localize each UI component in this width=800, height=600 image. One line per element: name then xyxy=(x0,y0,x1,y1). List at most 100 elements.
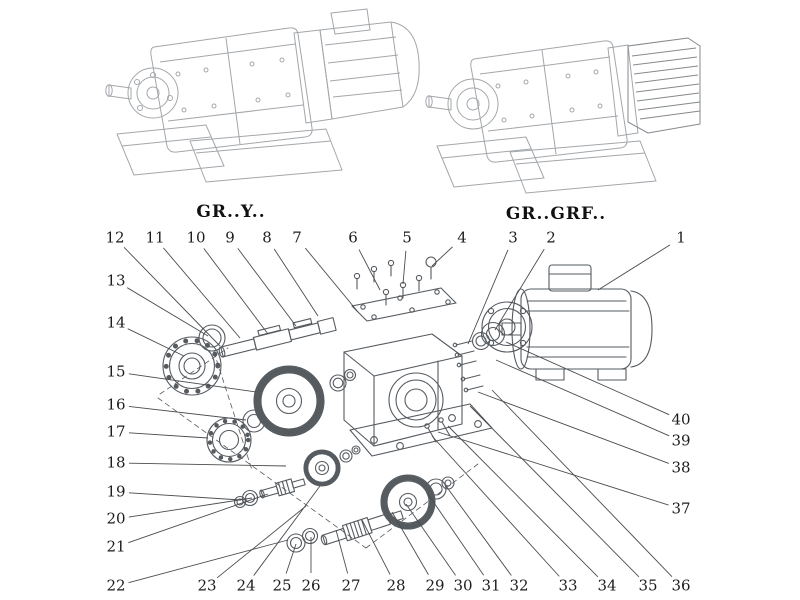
variant-label-gr-y: GR..Y.. xyxy=(196,202,266,222)
leader-line-14 xyxy=(127,328,185,357)
motor-flange xyxy=(481,301,533,353)
leader-line-4 xyxy=(431,246,453,267)
leader-line-2 xyxy=(494,248,545,331)
leader-lines xyxy=(123,244,673,584)
part-number-39: 39 xyxy=(671,431,691,450)
part-number-26: 26 xyxy=(301,576,321,595)
leader-line-13 xyxy=(126,287,209,337)
leader-line-33 xyxy=(431,435,560,577)
output-hub xyxy=(127,67,179,119)
part-number-2: 2 xyxy=(546,228,556,247)
part-number-36: 36 xyxy=(671,576,691,595)
leader-line-24 xyxy=(253,485,321,576)
motor xyxy=(319,8,420,120)
part-number-20: 20 xyxy=(106,509,126,528)
intermediate-shaft xyxy=(320,510,404,546)
part-number-21: 21 xyxy=(106,537,126,556)
leader-line-29 xyxy=(391,511,429,575)
leader-line-17 xyxy=(128,432,209,439)
part-number-29: 29 xyxy=(425,576,445,595)
leader-line-6 xyxy=(358,249,381,291)
leader-line-10 xyxy=(203,248,269,335)
motor-shaft-stub xyxy=(501,322,522,336)
housing-bolts xyxy=(495,69,603,123)
foot-bolts xyxy=(424,417,451,443)
leader-line-35 xyxy=(469,405,640,578)
foot-front xyxy=(189,128,343,183)
electric-motor xyxy=(501,264,653,381)
small-rings xyxy=(339,445,361,463)
part-number-31: 31 xyxy=(481,576,501,595)
part-number-8: 8 xyxy=(262,228,272,247)
leader-line-31 xyxy=(427,493,485,576)
part-number-1: 1 xyxy=(676,228,686,247)
exploded-view xyxy=(157,256,653,553)
part-number-22: 22 xyxy=(106,576,126,595)
part-number-25: 25 xyxy=(272,576,292,595)
part-number-9: 9 xyxy=(225,228,235,247)
output-shaft xyxy=(105,84,132,100)
part-number-7: 7 xyxy=(292,228,302,247)
output-pinion xyxy=(259,478,306,499)
leader-line-16 xyxy=(128,406,247,421)
part-number-28: 28 xyxy=(386,576,406,595)
part-number-11: 11 xyxy=(145,228,165,247)
housing-feet xyxy=(349,403,493,457)
input-shaft xyxy=(218,317,337,358)
part-number-40: 40 xyxy=(671,410,691,429)
part-number-17: 17 xyxy=(106,422,126,441)
output-gear xyxy=(380,474,436,530)
motor-adapter xyxy=(607,44,639,137)
foot-rear xyxy=(436,136,545,188)
part-number-16: 16 xyxy=(106,395,126,414)
finned-motor-block xyxy=(627,37,701,134)
foot-front xyxy=(509,140,657,194)
part-number-34: 34 xyxy=(597,576,617,595)
part-number-3: 3 xyxy=(508,228,518,247)
part-number-38: 38 xyxy=(671,458,691,477)
part-number-18: 18 xyxy=(106,453,126,472)
assembled-view-gr-y xyxy=(105,8,420,183)
leader-line-9 xyxy=(237,248,297,327)
part-number-23: 23 xyxy=(197,576,217,595)
part-number-4: 4 xyxy=(457,228,467,247)
part-number-27: 27 xyxy=(341,576,361,595)
part-number-5: 5 xyxy=(402,228,412,247)
variant-label-gr-grf: GR..GRF.. xyxy=(505,204,607,224)
eye-bolt xyxy=(425,256,437,280)
leader-line-38 xyxy=(477,391,669,464)
leader-line-21 xyxy=(128,493,269,544)
part-number-35: 35 xyxy=(638,576,658,595)
spacer-ring xyxy=(242,409,266,433)
foot-rear xyxy=(116,124,225,176)
helical-gear-large xyxy=(253,365,325,437)
leader-line-23 xyxy=(216,505,307,579)
part-number-10: 10 xyxy=(186,228,206,247)
ball-bearing-medium xyxy=(206,417,252,463)
retaining-rings-upper xyxy=(329,368,357,392)
output-shaft xyxy=(425,95,452,111)
housing-cover xyxy=(351,287,457,322)
leader-line-37 xyxy=(437,431,669,506)
part-number-14: 14 xyxy=(106,313,126,332)
ball-bearing-large xyxy=(162,336,222,396)
leader-line-18 xyxy=(128,462,287,467)
part-number-24: 24 xyxy=(236,576,256,595)
part-number-32: 32 xyxy=(509,576,529,595)
part-number-19: 19 xyxy=(106,482,126,501)
leader-line-19 xyxy=(128,492,242,501)
washers-bottom xyxy=(286,527,319,553)
leader-line-8 xyxy=(273,248,319,317)
part-number-33: 33 xyxy=(558,576,578,595)
leader-line-12 xyxy=(123,247,221,347)
leader-line-27 xyxy=(335,529,349,574)
part-number-13: 13 xyxy=(106,271,126,290)
gear-housing-body xyxy=(470,40,628,163)
part-number-6: 6 xyxy=(348,228,358,247)
leader-line-25 xyxy=(285,543,297,574)
leader-line-5 xyxy=(402,250,407,285)
leader-line-34 xyxy=(447,425,599,578)
housing-bolts xyxy=(175,57,291,113)
part-number-30: 30 xyxy=(453,576,473,595)
